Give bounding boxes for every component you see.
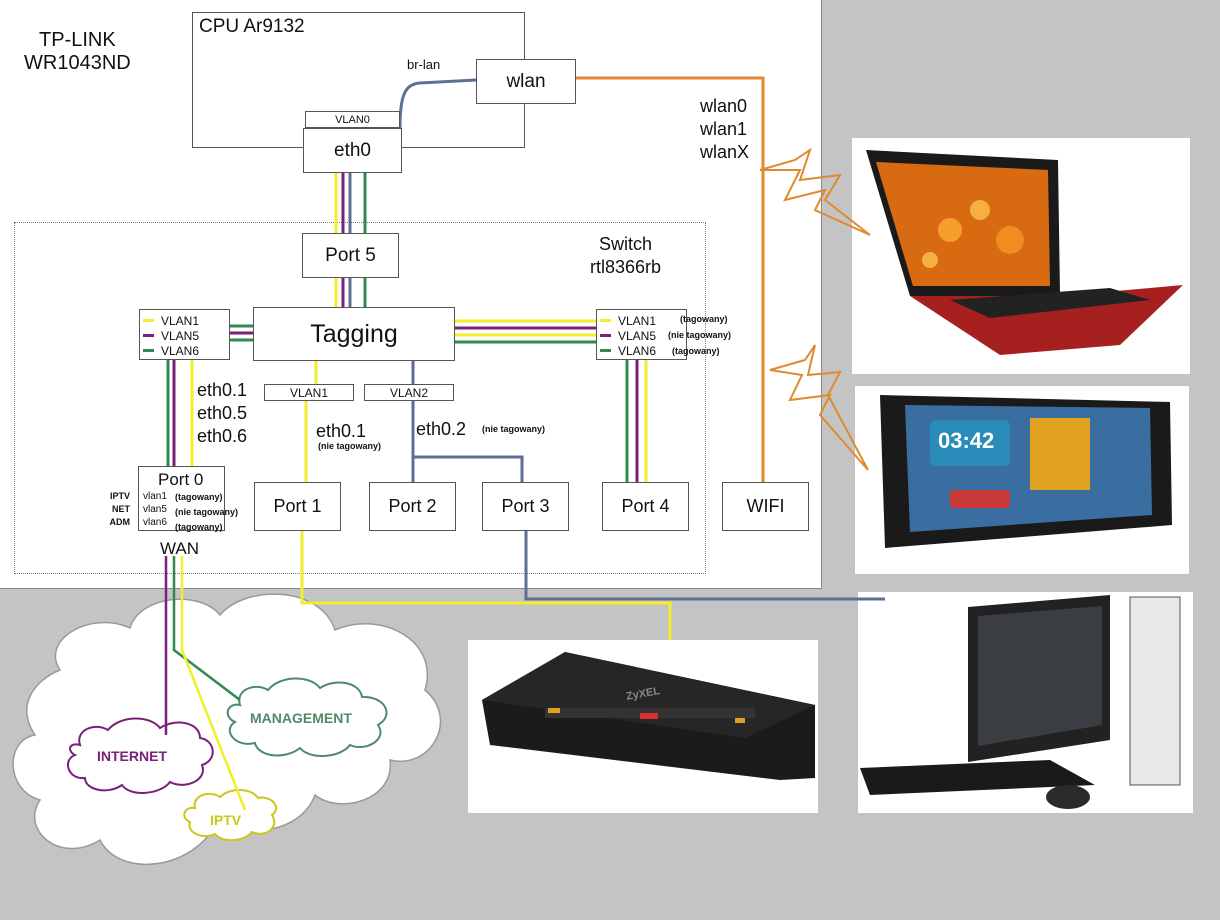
- wifi-box: WIFI: [722, 482, 809, 531]
- port0-box: [138, 466, 225, 531]
- port0-note-2: (nie tagowany): [175, 507, 239, 517]
- port3-box: Port 3: [482, 482, 569, 531]
- right-legend-vlan5-label: VLAN5: [618, 328, 657, 343]
- tablet-clock: 03:42: [938, 428, 995, 453]
- internet-cloud-label: INTERNET: [97, 748, 167, 764]
- eth01-note: (nie tagowany): [318, 441, 382, 451]
- wlan0-label: wlan0: [700, 96, 748, 116]
- eth05-sub-label: eth0.5: [197, 403, 248, 423]
- eth02-note: (nie tagowany): [482, 424, 546, 434]
- port1-box: Port 1: [254, 482, 341, 531]
- wlan-box: wlan: [476, 59, 576, 104]
- eth06-sub-label: eth0.6: [197, 426, 248, 446]
- tagging-right-cables: [455, 319, 596, 344]
- left-legend-vlan1: VLAN1: [140, 313, 229, 328]
- port2-3-link: [411, 401, 524, 482]
- cpu-label: CPU Ar9132: [199, 16, 305, 37]
- port5-box: Port 5: [302, 233, 399, 278]
- iptv-cloud: [183, 789, 277, 842]
- port0-svc-iptv: IPTV: [109, 491, 130, 501]
- switch-name: Switch rtl8366rb: [590, 233, 661, 279]
- left-vlan-legend: VLAN1 VLAN5 VLAN6: [139, 309, 230, 360]
- left-legend-vlan6: VLAN6: [140, 343, 229, 358]
- port0-vlan5: vlan5: [143, 504, 167, 515]
- vlan0-box: VLAN0: [305, 111, 400, 128]
- internet-cloud: [66, 717, 214, 794]
- right-legend-note-3: (tagowany): [672, 346, 720, 356]
- port0-note-3: (tagowany): [175, 522, 223, 532]
- port0-vlan1: vlan1: [143, 491, 167, 502]
- br-lan-link: [398, 78, 477, 129]
- left-legend-vlan1-label: VLAN1: [161, 313, 200, 328]
- left-legend-vlan5-label: VLAN5: [161, 328, 200, 343]
- tagging-left-cables: [230, 324, 253, 342]
- switch-box: [14, 222, 706, 574]
- right-legend-vlan1: VLAN1: [597, 313, 686, 328]
- management-cloud-label: MANAGEMENT: [250, 710, 352, 726]
- eth01-sub-label: eth0.1: [197, 380, 248, 400]
- eth02-label: eth0.2: [416, 419, 467, 439]
- port2-box: Port 2: [369, 482, 456, 531]
- desktop-illustration: [860, 595, 1181, 809]
- iptv-cloud-label: IPTV: [210, 812, 242, 828]
- tagging-box: Tagging: [253, 307, 455, 361]
- router-name: TP-LINK WR1043ND: [24, 29, 131, 75]
- eth0-box: eth0: [303, 128, 402, 173]
- br-lan-label: br-lan: [407, 57, 441, 72]
- port0-cables: [166, 360, 194, 466]
- wifi-interfaces: wlan0 wlan1 wlanX: [700, 95, 749, 164]
- lightning-bolts: [759, 147, 871, 471]
- port4-box: Port 4: [602, 482, 689, 531]
- switch-name-line1: Switch: [599, 234, 653, 254]
- wlanx-label: wlanX: [700, 142, 750, 162]
- right-legend-note-1: (tagowany): [680, 314, 728, 324]
- eth-subinterfaces: eth0.1 eth0.5 eth0.6: [197, 379, 247, 448]
- port0-vlan6: vlan6: [143, 517, 167, 528]
- wifi-cable: [576, 76, 765, 482]
- right-legend-vlan6-label: VLAN6: [618, 343, 657, 358]
- right-legend-vlan6: VLAN6: [597, 343, 686, 358]
- router-name-line1: TP-LINK: [39, 29, 116, 51]
- clouds-group: [12, 593, 442, 866]
- right-vlan-legend: VLAN1 VLAN5 VLAN6: [596, 309, 687, 360]
- wan-cables: [164, 556, 247, 811]
- management-cloud: [226, 677, 388, 757]
- eth0-port5-cables: [334, 172, 367, 308]
- eth01-label: eth0.1: [316, 421, 367, 441]
- vlan1-box: VLAN1: [264, 384, 354, 401]
- port0-notes: (tagowany) (nie tagowany) (tagowany): [175, 490, 238, 535]
- left-legend-vlan5: VLAN5: [140, 328, 229, 343]
- port0-vlans: vlan1 vlan5 vlan6: [143, 490, 167, 529]
- port0-label: Port 0: [158, 470, 204, 489]
- main-cloud: [12, 593, 442, 866]
- port1-to-stb-cable: [300, 531, 672, 640]
- port0-svc-adm: ADM: [109, 517, 131, 527]
- wan-label: WAN: [160, 539, 200, 558]
- port4-cables: [625, 360, 648, 482]
- right-legend-vlan5: VLAN5: [597, 328, 686, 343]
- laptop-illustration: [866, 150, 1183, 355]
- right-legend-note-2: (nie tagowany): [668, 330, 732, 340]
- right-legend-vlan1-label: VLAN1: [618, 313, 657, 328]
- settop-box-illustration: [482, 652, 815, 780]
- port0-svc-net: NET: [112, 504, 130, 514]
- wlan1-label: wlan1: [700, 119, 748, 139]
- router-name-line2: WR1043ND: [24, 52, 131, 74]
- switch-name-line2: rtl8366rb: [590, 257, 662, 277]
- port0-services: IPTV NET ADM: [106, 490, 131, 529]
- port0-note-1: (tagowany): [175, 492, 223, 502]
- vlan2-box: VLAN2: [364, 384, 454, 401]
- tablet-illustration: [880, 395, 1172, 548]
- left-legend-vlan6-label: VLAN6: [161, 343, 200, 358]
- port3-to-pc-cable: [524, 531, 885, 601]
